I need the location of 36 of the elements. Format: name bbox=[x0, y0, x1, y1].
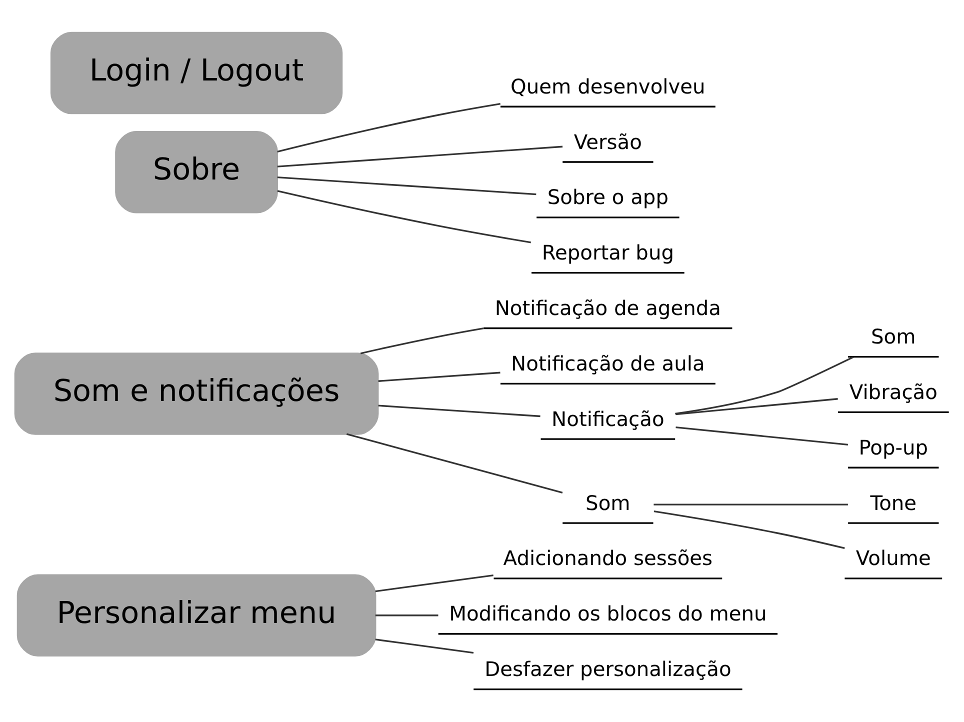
connector bbox=[676, 398, 838, 416]
node-box: Login / Logout bbox=[50, 32, 343, 114]
node-text: Sobre o app bbox=[547, 185, 669, 210]
connector bbox=[375, 638, 474, 654]
node-text: Quem desenvolveu bbox=[510, 74, 706, 98]
connector bbox=[375, 574, 494, 592]
node-text: Desfazer personalização bbox=[484, 657, 732, 682]
connector bbox=[346, 433, 563, 494]
connector bbox=[277, 103, 500, 152]
connector bbox=[676, 426, 848, 446]
node-text: Pop-up bbox=[858, 435, 928, 460]
node-box: Personalizar menu bbox=[16, 574, 376, 657]
node-text: Modificando os blocos do menu bbox=[449, 602, 767, 626]
node-box: Som e notificações bbox=[14, 352, 379, 435]
connector bbox=[654, 504, 848, 506]
connector bbox=[378, 372, 500, 382]
connector bbox=[654, 510, 845, 550]
node-text: Notificação bbox=[552, 406, 664, 431]
node-text: Notificação de aula bbox=[511, 351, 705, 376]
node-text: Som bbox=[586, 490, 630, 515]
node-text: Som bbox=[871, 324, 916, 349]
connector bbox=[375, 614, 438, 616]
node-text: Vibração bbox=[849, 380, 938, 404]
connector bbox=[277, 176, 536, 196]
node-box: Sobre bbox=[115, 130, 278, 214]
node-text: Tone bbox=[870, 490, 917, 515]
node-text: Volume bbox=[856, 546, 931, 570]
node-text: Notificação de agenda bbox=[494, 296, 721, 320]
connector bbox=[675, 356, 854, 414]
node-text: Versão bbox=[574, 130, 642, 154]
node-text: Adicionando sessões bbox=[503, 546, 713, 570]
connector bbox=[378, 404, 540, 418]
connector bbox=[277, 190, 532, 244]
connector bbox=[360, 327, 484, 354]
node-text: Reportar bug bbox=[542, 240, 674, 265]
connector bbox=[277, 146, 563, 168]
